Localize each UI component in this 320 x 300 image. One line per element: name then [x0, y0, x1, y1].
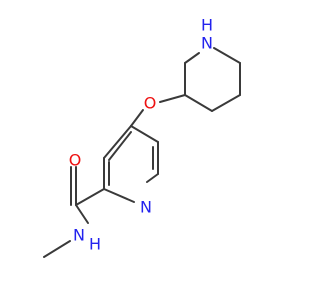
bond [75, 204, 89, 224]
bond-group [43, 47, 241, 258]
bond [108, 131, 132, 161]
atom-h-amide: H [89, 235, 101, 254]
bond [213, 47, 241, 64]
molecule-canvas: N H O O N N H [43, 15, 241, 258]
bond [130, 125, 159, 143]
bond [146, 173, 159, 183]
atom-h-piperidine: H [201, 16, 213, 35]
atom-n-amide: N [73, 226, 85, 245]
atom-n-pyridine: N [140, 198, 152, 217]
bond [184, 94, 213, 112]
bond [103, 188, 135, 203]
bond [211, 94, 241, 112]
atom-labels: N H O O N N H [69, 16, 213, 254]
bond [103, 125, 132, 159]
bond [43, 240, 71, 258]
atom-n-piperidine: N [201, 34, 213, 53]
atom-o-ether: O [144, 94, 157, 113]
bond [184, 52, 200, 64]
bond [159, 94, 186, 103]
bond [130, 109, 144, 127]
bond [75, 188, 105, 206]
molecule-structure: N H O O N N H [43, 16, 241, 258]
atom-o-carbonyl: O [69, 151, 82, 170]
